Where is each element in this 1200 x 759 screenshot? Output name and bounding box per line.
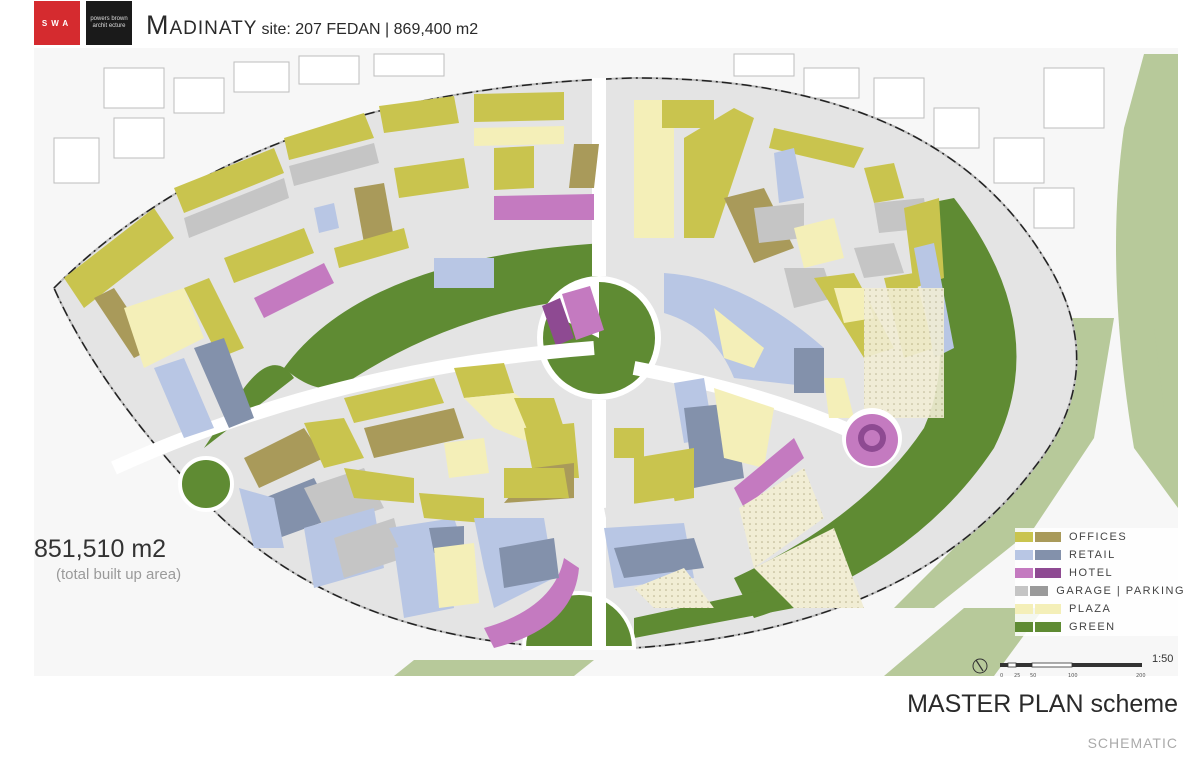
project-name: Madinaty (146, 10, 258, 40)
green-park-north (284, 243, 604, 389)
legend-label: PLAZA (1069, 603, 1112, 615)
total-area-value: 851,510 m2 (34, 535, 167, 563)
blocks-north (634, 100, 944, 288)
blocks-east (724, 188, 954, 418)
north-arrow-icon (972, 658, 988, 674)
legend-swatch (1015, 568, 1033, 578)
legend-swatch-shade (1035, 604, 1061, 614)
scale-segment (1016, 663, 1032, 667)
blocks-southeast (604, 378, 864, 608)
green-park-east (734, 198, 1017, 618)
legend-item-retail: RETAIL (1015, 546, 1185, 564)
scale-segment (1007, 662, 1017, 668)
legend-label: GARAGE | PARKING (1056, 585, 1185, 597)
powers-brown-logo: powers brown archit ecture (86, 1, 132, 45)
scale-segment (1000, 663, 1008, 667)
central-hotel-a (542, 298, 574, 346)
legend-label: HOTEL (1069, 567, 1114, 579)
outer-green-strip-east-small (1154, 318, 1178, 428)
scale-ratio: 1:50 (1152, 653, 1174, 665)
legend-swatch-shade (1035, 568, 1061, 578)
blocks-east-central (664, 273, 854, 418)
scale-segment (1031, 662, 1073, 668)
blocks-southwest (239, 418, 579, 648)
legend-label: RETAIL (1069, 549, 1116, 561)
legend-swatch (1015, 550, 1033, 560)
scale-bar: 0 25 50 100 200 (972, 658, 1146, 679)
scale-tick: 50 (1030, 673, 1036, 679)
outer-green-strip-southwest (394, 660, 594, 676)
green-park-south (634, 588, 794, 638)
legend-item-plaza: PLAZA (1015, 600, 1185, 618)
central-hotel-b (562, 286, 604, 340)
legend-item-offices: OFFICES (1015, 528, 1185, 546)
scale-segment (1072, 663, 1142, 667)
legend-item-green: GREEN (1015, 618, 1185, 636)
legend-label: OFFICES (1069, 531, 1128, 543)
east-hotel-top (864, 430, 880, 446)
green-roundabout-west (178, 456, 234, 512)
legend-swatch (1015, 604, 1033, 614)
scale-tick: 100 (1068, 673, 1078, 679)
legend: OFFICES RETAIL HOTEL GARAGE | PARKING PL… (1015, 528, 1185, 636)
swa-logo: SWA (34, 1, 80, 45)
outer-green-strip-south (884, 608, 1044, 676)
scale-tick: 0 (1000, 673, 1003, 679)
legend-swatch (1015, 532, 1033, 542)
legend-swatch-shade (1035, 550, 1061, 560)
legend-swatch (1015, 586, 1028, 596)
site-info: site: 207 FEDAN | 869,400 m2 (261, 21, 479, 38)
master-plan-map (34, 48, 1178, 676)
total-area-note: (total built up area) (56, 566, 182, 583)
scale-tick: 200 (1136, 673, 1146, 679)
legend-swatch-shade (1035, 622, 1061, 632)
scale-tick: 25 (1014, 673, 1020, 679)
plan-title: MASTER PLAN scheme (907, 690, 1178, 718)
legend-item-hotel: HOTEL (1015, 564, 1185, 582)
legend-swatch-shade (1035, 532, 1061, 542)
blocks-south-center (344, 363, 579, 503)
legend-label: GREEN (1069, 621, 1116, 633)
surrounding-buildings (53, 53, 1105, 229)
legend-swatch (1015, 622, 1033, 632)
plan-subtitle: SCHEMATIC (1087, 735, 1178, 751)
blocks-northwest (64, 92, 599, 438)
legend-item-parking: GARAGE | PARKING (1015, 582, 1185, 600)
legend-swatch-shade (1029, 586, 1049, 596)
road-west-ring (111, 341, 595, 475)
